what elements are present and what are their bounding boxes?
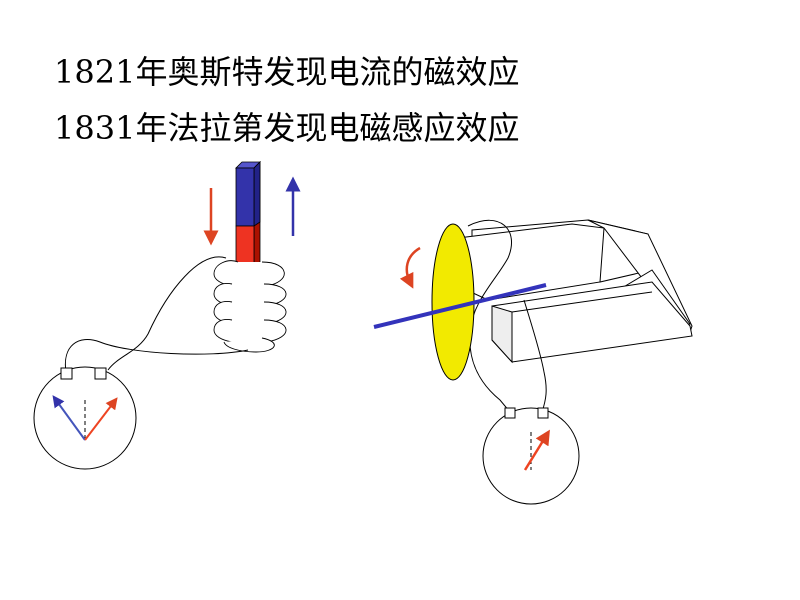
- coil-icon: [213, 260, 287, 353]
- galvanometer-icon: [33, 366, 137, 470]
- lead-wire: [523, 299, 547, 413]
- rotation-arrow-icon: [399, 246, 421, 289]
- needle-red: [84, 397, 118, 441]
- faraday-disk-experiment: [373, 219, 693, 505]
- faraday-disk-icon: [431, 223, 475, 381]
- lead-wire: [64, 339, 249, 373]
- lead-wire: [467, 219, 513, 413]
- needle-red: [523, 429, 550, 471]
- u-magnet-icon: [457, 219, 693, 364]
- axle: [373, 283, 547, 329]
- coil-magnet-experiment: [33, 161, 301, 470]
- lead-wire: [107, 256, 227, 371]
- title-faraday: 1831年法拉第发现电磁感应效应: [54, 109, 520, 147]
- needle-blue: [52, 395, 86, 441]
- galvanometer-icon: [482, 407, 580, 505]
- title-oersted: 1821年奥斯特发现电流的磁效应: [54, 53, 520, 91]
